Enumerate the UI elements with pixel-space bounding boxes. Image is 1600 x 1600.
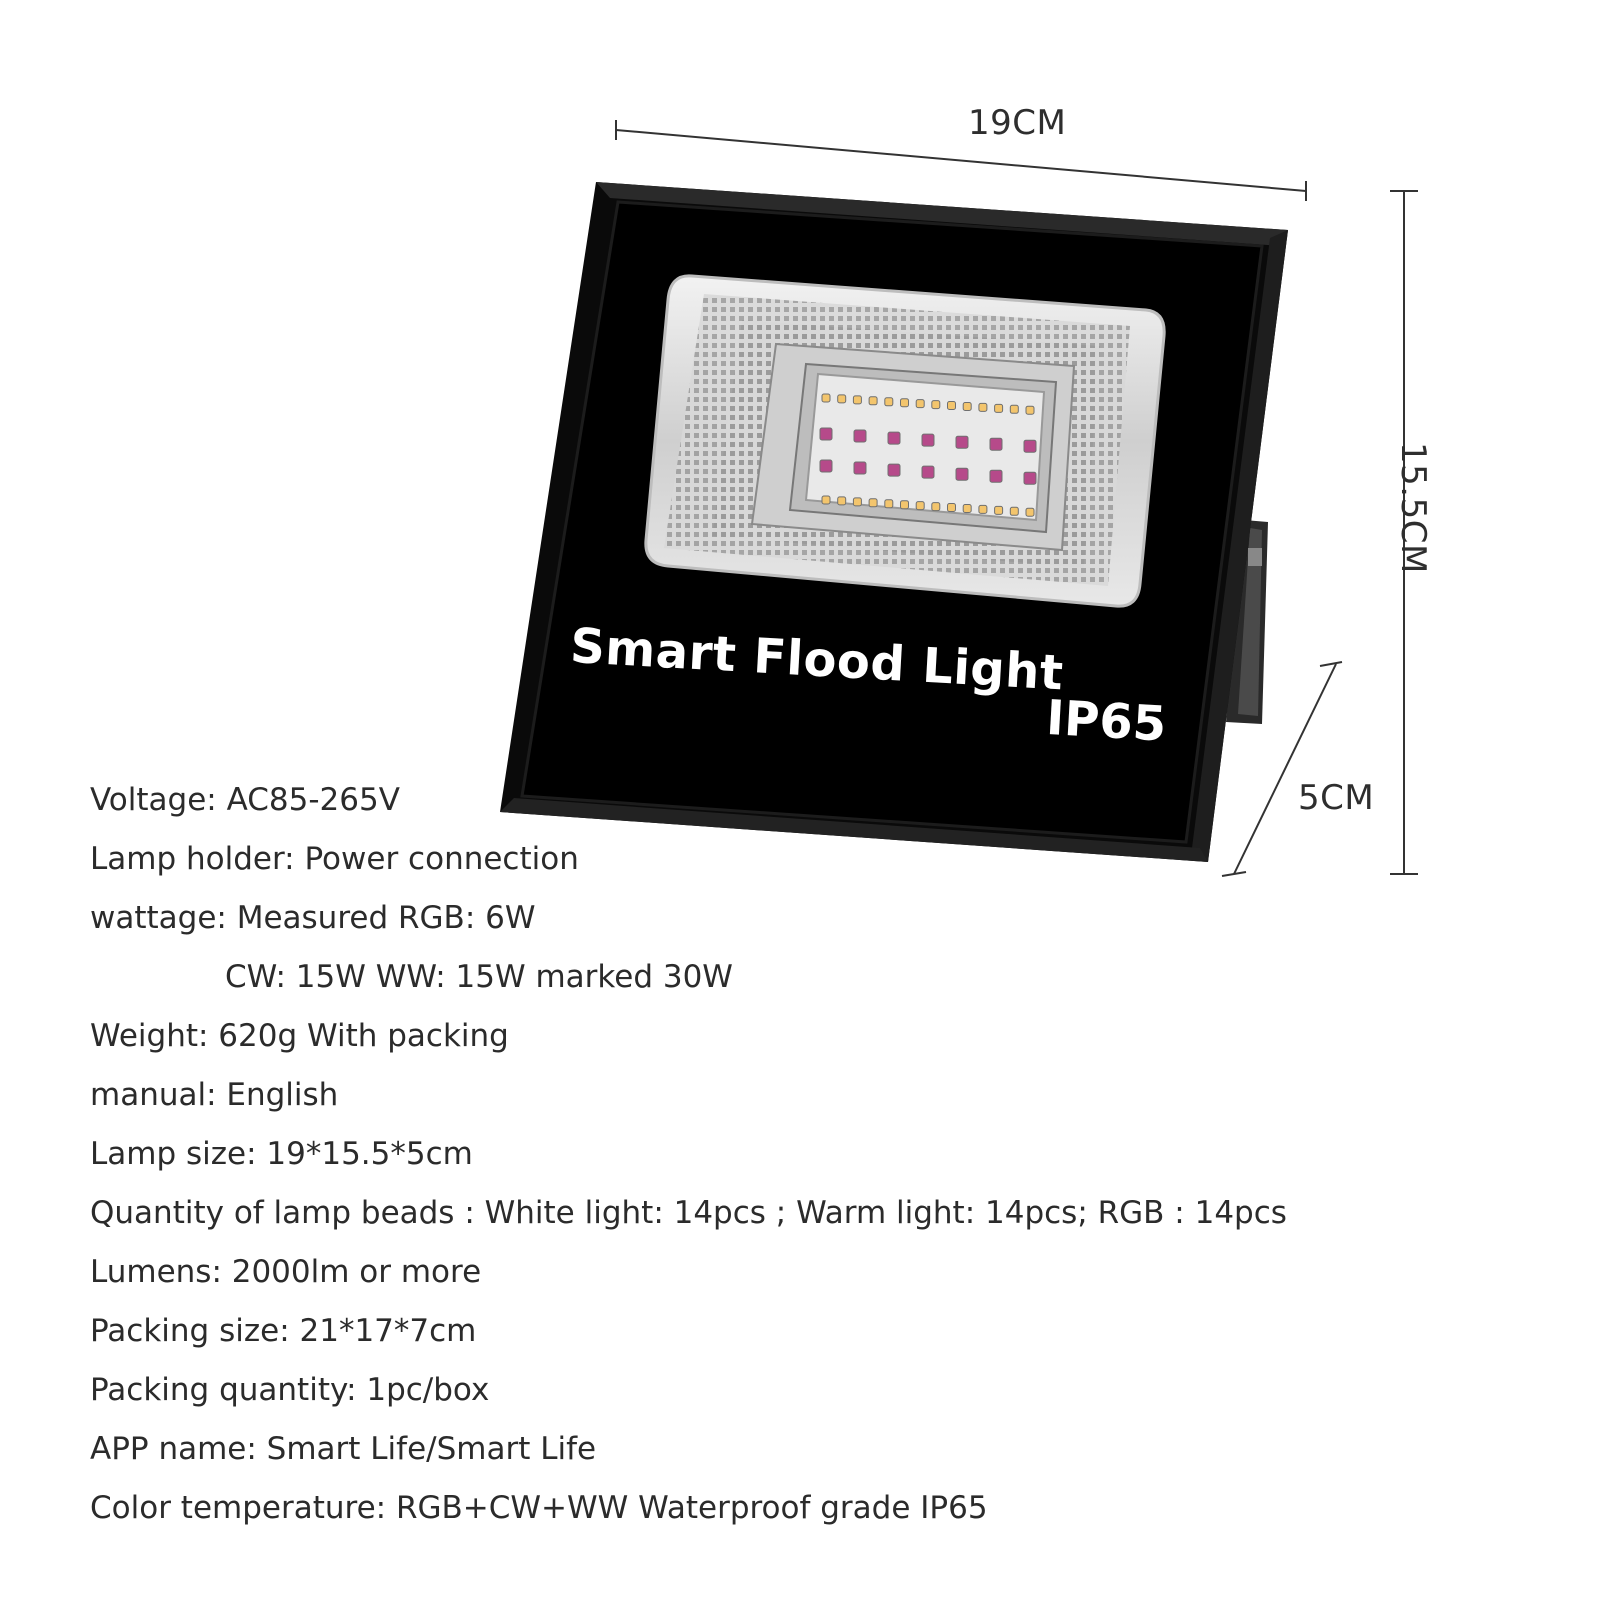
- led-bead: [915, 399, 925, 409]
- spec-wattage: wattage: Measured RGB: 6W: [90, 900, 536, 936]
- led-bead: [1009, 404, 1019, 414]
- led-bead: [955, 467, 969, 481]
- spec-weight: Weight: 620g With packing: [90, 1018, 509, 1054]
- led-bead: [1009, 506, 1019, 516]
- led-bead: [852, 395, 862, 405]
- led-bead: [884, 499, 894, 509]
- led-bead: [994, 505, 1004, 515]
- led-bead: [947, 503, 956, 512]
- spec-packing-quantity: Packing quantity: 1pc/box: [90, 1372, 490, 1408]
- led-bead: [853, 429, 867, 443]
- led-bead: [837, 394, 847, 404]
- led-bead: [868, 498, 878, 508]
- led-bead: [884, 397, 894, 407]
- spec-voltage: Voltage: AC85-265V: [90, 782, 400, 818]
- led-bead: [1025, 507, 1035, 517]
- depth-dimension-line: [1221, 661, 1343, 877]
- spec-packing-size: Packing size: 21*17*7cm: [90, 1313, 477, 1349]
- ip-rating-label: IP65: [1044, 690, 1168, 753]
- width-dimension-line: [615, 120, 1307, 201]
- led-bead: [1023, 471, 1037, 485]
- led-bead: [994, 403, 1004, 413]
- led-bead: [900, 500, 909, 510]
- spec-list: Voltage: AC85-265V Lamp holder: Power co…: [90, 778, 1390, 1545]
- spec-lamp-holder: Lamp holder: Power connection: [90, 841, 579, 877]
- led-bead: [837, 496, 847, 506]
- reflector: [644, 274, 1166, 608]
- led-bead: [947, 401, 956, 410]
- led-bead: [921, 433, 935, 447]
- spec-lumens: Lumens: 2000lm or more: [90, 1254, 482, 1290]
- led-bead: [900, 398, 909, 408]
- height-dimension-label: 15.5CM: [1393, 442, 1433, 574]
- led-bead: [962, 402, 972, 411]
- led-bead: [868, 396, 878, 406]
- spec-app-name: APP name: Smart Life/Smart Life: [90, 1431, 597, 1467]
- led-bead: [1025, 405, 1035, 415]
- led-bead: [819, 459, 833, 473]
- led-bead: [853, 461, 867, 475]
- mounting-bracket: [1226, 520, 1268, 724]
- led-bead: [821, 393, 831, 403]
- led-bead: [989, 469, 1003, 483]
- spec-lamp-size: Lamp size: 19*15.5*5cm: [90, 1136, 473, 1172]
- led-bead: [1023, 439, 1037, 453]
- width-dimension-label: 19CM: [968, 103, 1067, 143]
- led-bead: [931, 400, 941, 410]
- led-bead: [915, 501, 925, 511]
- spec-manual: manual: English: [90, 1077, 339, 1113]
- spec-color-temperature: Color temperature: RGB+CW+WW Waterproof …: [90, 1490, 988, 1526]
- led-bead: [852, 497, 862, 507]
- led-bead: [887, 463, 901, 477]
- led-bead: [978, 504, 988, 514]
- led-bead: [887, 431, 901, 445]
- led-bead: [978, 402, 988, 412]
- spec-wattage-detail: CW: 15W WW: 15W marked 30W: [225, 959, 733, 995]
- led-bead: [921, 465, 935, 479]
- led-bead: [821, 495, 831, 505]
- led-board: [819, 393, 1037, 517]
- led-bead: [962, 504, 972, 513]
- led-bead: [819, 427, 833, 441]
- led-bead: [955, 435, 969, 449]
- depth-dimension-label: 5CM: [1298, 778, 1375, 818]
- led-bead: [931, 502, 941, 512]
- spec-bead-quantity: Quantity of lamp beads : White light: 14…: [90, 1195, 1287, 1231]
- height-dimension-line: [1390, 190, 1418, 875]
- led-bead: [989, 437, 1003, 451]
